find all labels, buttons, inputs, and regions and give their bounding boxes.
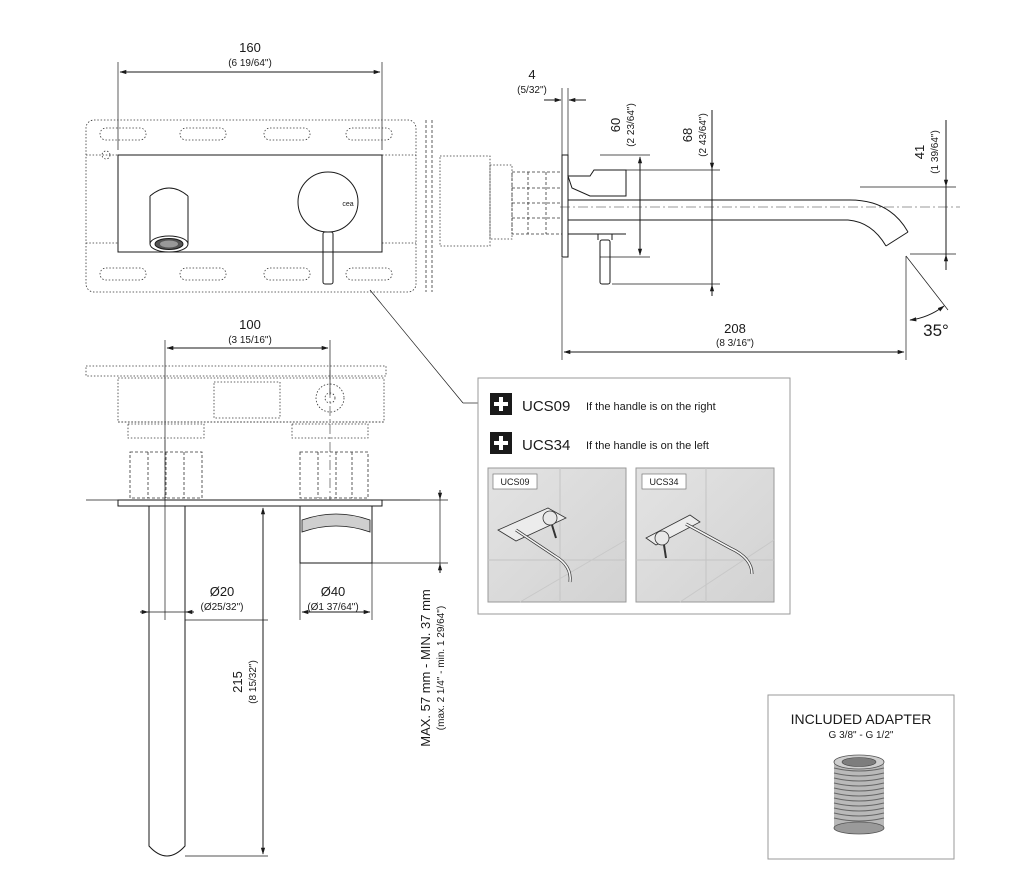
adapter-title: INCLUDED ADAPTER	[791, 711, 932, 727]
adapter-image	[833, 754, 885, 835]
dim-215-inch: (8 15/32")	[248, 660, 259, 704]
dim-68: 68	[680, 128, 695, 142]
dim-spout-diameter: Ø20	[210, 584, 235, 599]
option-ucs09: UCS09 If the handle is on the right	[490, 393, 716, 415]
dim-knob-diameter: Ø40	[321, 584, 346, 599]
front-view: 160 (6 19/64") cea	[85, 40, 433, 293]
adapter-box: INCLUDED ADAPTER G 3/8" - G 1/2"	[767, 694, 955, 860]
thumb-label: UCS34	[649, 477, 678, 487]
side-view: 4 (5/32") 60 (2 23/64") 68 (2 43/64")	[439, 67, 960, 360]
option-text: If the handle is on the right	[586, 401, 716, 413]
dim-160-inch: (6 19/64")	[228, 58, 272, 69]
option-ucs34: UCS34 If the handle is on the left	[490, 432, 709, 454]
handle-option-box: UCS09 If the handle is on the right UCS3…	[477, 377, 791, 615]
dim-4-inch: (5/32")	[517, 85, 547, 96]
brand-mark: cea	[342, 201, 353, 208]
option-text: If the handle is on the left	[586, 440, 709, 452]
dim-depth: MAX. 57 mm - MIN. 37 mm	[418, 589, 433, 746]
dim-depth-inch: (max. 2 1/4" - min. 1 29/64")	[436, 606, 447, 730]
angle-35: 35°	[923, 321, 949, 340]
option-code: UCS34	[522, 437, 570, 454]
thumb-label: UCS09	[500, 477, 529, 487]
dim-60-inch: (2 23/64")	[626, 103, 637, 147]
dim-100-inch: (3 15/16")	[228, 335, 272, 346]
option-code: UCS09	[522, 398, 570, 415]
dim-100: 100	[239, 317, 261, 332]
dim-spout-diameter-inch: (Ø25/32")	[200, 602, 243, 613]
thumbnail-ucs09: UCS09	[487, 467, 627, 603]
dim-208: 208	[724, 321, 746, 336]
dim-160: 160	[239, 40, 261, 55]
dim-215: 215	[230, 671, 245, 693]
dim-4: 4	[528, 67, 535, 82]
dim-41-inch: (1 39/64")	[930, 130, 941, 174]
top-view: 100 (3 15/16") Ø40 (Ø1 37/64")	[85, 317, 448, 857]
dim-208-inch: (8 3/16")	[716, 338, 754, 349]
thumbnail-ucs34: UCS34	[635, 467, 775, 603]
dim-41: 41	[912, 145, 927, 159]
dim-60: 60	[608, 118, 623, 132]
leader-line	[369, 289, 464, 404]
dim-knob-diameter-inch: (Ø1 37/64")	[307, 602, 358, 613]
dim-68-inch: (2 43/64")	[698, 113, 709, 157]
adapter-size: G 3/8" - G 1/2"	[829, 730, 894, 741]
